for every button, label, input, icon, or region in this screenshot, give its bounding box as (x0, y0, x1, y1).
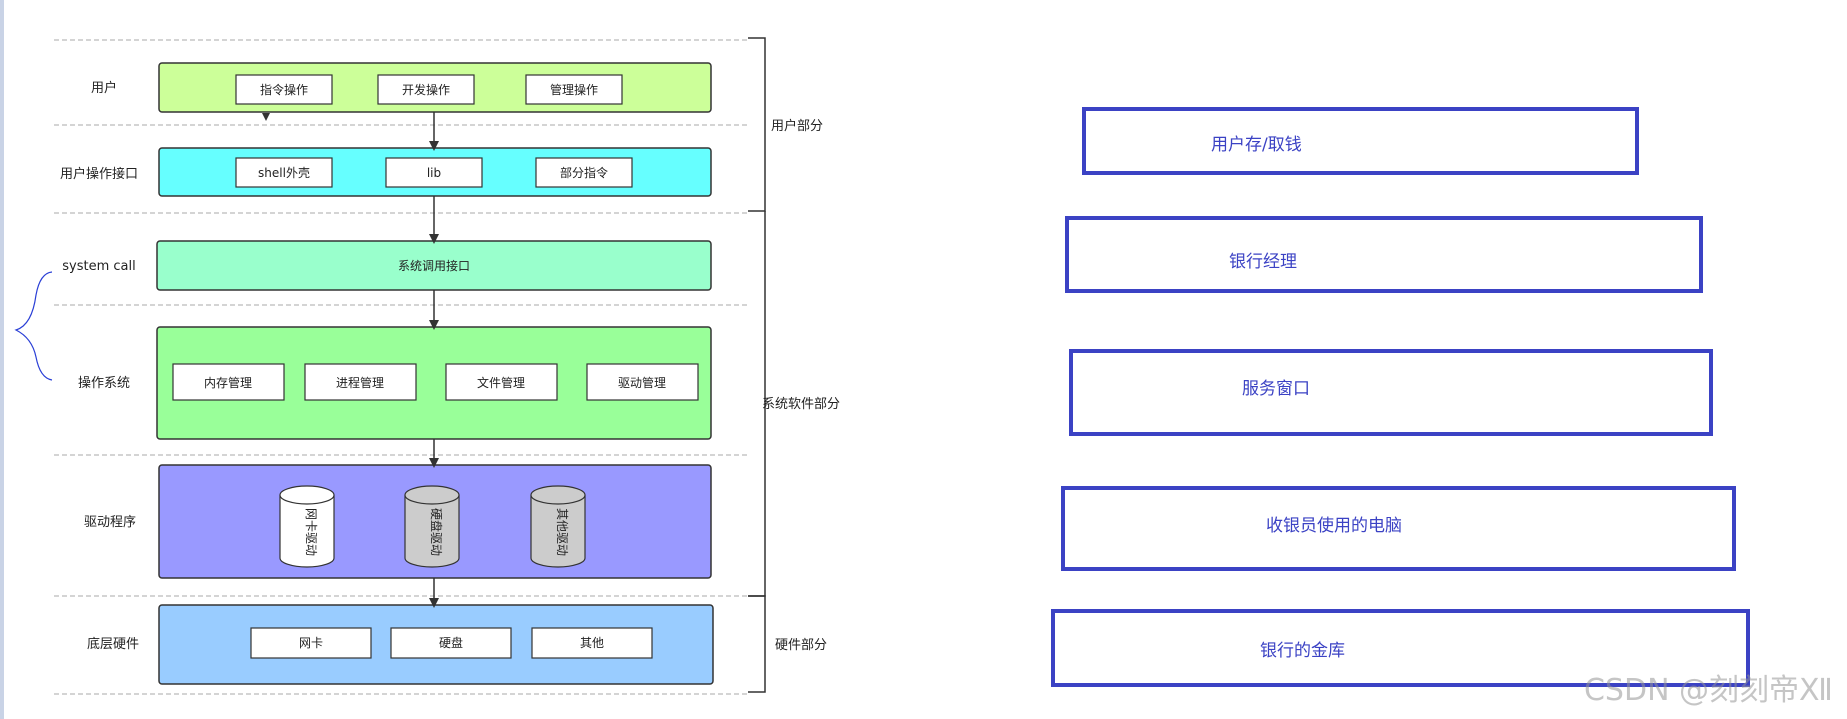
bank-label-window: 服务窗口 (1242, 379, 1310, 399)
os-item-label: 文件管理 (477, 375, 525, 390)
hardware-item-box (390, 627, 512, 659)
user-item-label: 开发操作 (402, 82, 450, 97)
driver-label-other: 其他驱动 (555, 508, 569, 556)
bank-label-vault: 银行的金库 (1260, 641, 1345, 661)
user-item-box (525, 74, 623, 105)
user-item-box (235, 74, 333, 105)
os-item-box (445, 363, 558, 401)
left-edge-bar (0, 0, 4, 719)
bank-label-customer: 用户存/取钱 (1211, 135, 1302, 155)
interface-item-label: shell外壳 (258, 166, 310, 180)
driver-cylinder-disk (404, 485, 460, 568)
bank-label-manager: 银行经理 (1229, 252, 1297, 272)
layer-label-driver: 驱动程序 (84, 515, 136, 530)
os-item-box (304, 363, 417, 401)
layer-label-interface: 用户操作接口 (60, 166, 138, 182)
group-label-hardware: 硬件部分 (775, 638, 827, 653)
interface-item-label: lib (427, 166, 441, 180)
bank-box-computer (1061, 486, 1736, 571)
layer-label-os: 操作系统 (78, 375, 130, 391)
hardware-group-bracket (748, 595, 766, 693)
os-item-label: 进程管理 (336, 375, 384, 390)
group-label-software: 系统软件部分 (762, 397, 840, 412)
bank-label-computer: 收银员使用的电脑 (1266, 516, 1402, 536)
interface-item-box (385, 157, 483, 188)
hardware-item-label: 网卡 (299, 636, 323, 650)
interface-item-box (235, 157, 333, 188)
hardware-item-label: 其他 (580, 636, 604, 650)
hardware-item-box (531, 627, 653, 659)
hardware-item-label: 硬盘 (439, 635, 463, 650)
hand-drawn-brace (14, 271, 53, 381)
layer-label-syscall: system call (62, 259, 135, 274)
driver-label-nic: 网卡驱动 (304, 508, 318, 556)
os-item-box (586, 363, 699, 401)
small-arrow-head (262, 113, 270, 121)
watermark: CSDN @刻刻帝Ⅻ (1583, 673, 1833, 708)
bank-box-vault (1051, 609, 1750, 687)
user-group-bracket (748, 37, 766, 212)
user-item-label: 管理操作 (550, 82, 598, 97)
bank-box-manager (1065, 216, 1703, 293)
os-item-box (172, 363, 285, 401)
hardware-item-box (250, 627, 372, 659)
user-item-box (377, 74, 475, 105)
syscall-box-label: 系统调用接口 (398, 258, 470, 273)
driver-label-disk: 硬盘驱动 (429, 508, 444, 556)
driver-cylinder-other (530, 485, 586, 568)
bank-box-customer (1082, 107, 1639, 175)
group-label-user: 用户部分 (771, 118, 823, 134)
interface-item-label: 部分指令 (560, 165, 608, 180)
bank-box-window (1069, 349, 1713, 436)
os-item-label: 驱动管理 (618, 375, 666, 390)
os-item-label: 内存管理 (204, 375, 252, 390)
driver-cylinder-nic (279, 485, 335, 568)
interface-item-box (535, 157, 633, 188)
layer-label-hardware: 底层硬件 (87, 636, 139, 652)
user-item-label: 指令操作 (260, 82, 308, 97)
layer-label-user: 用户 (91, 80, 117, 96)
